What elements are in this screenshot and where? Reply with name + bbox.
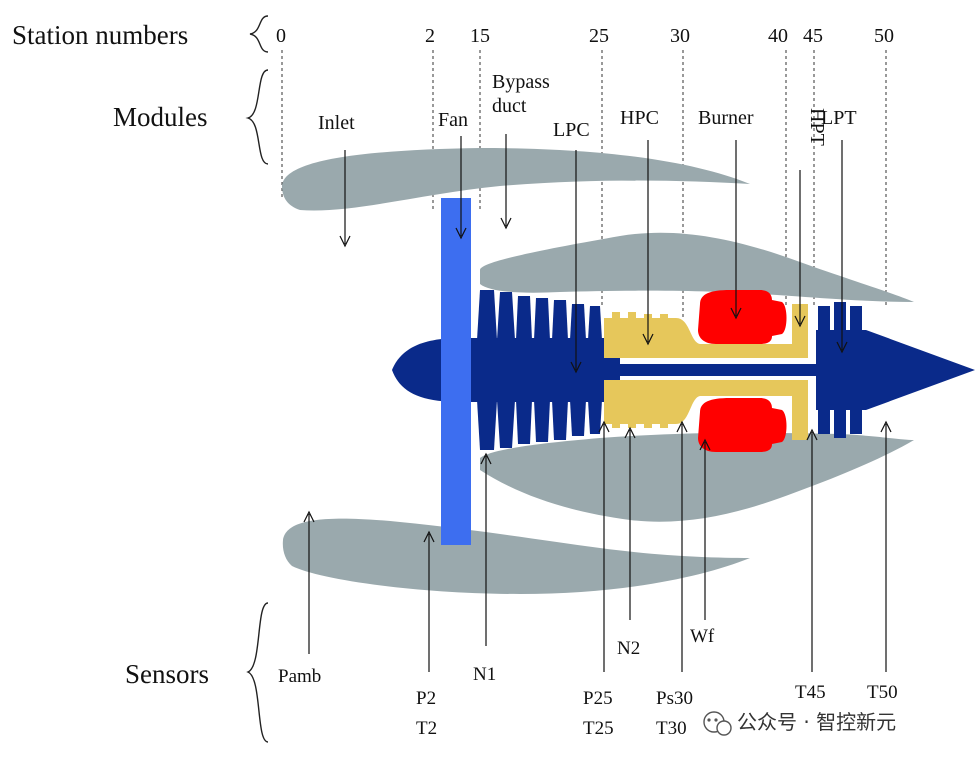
module-duct-label: duct <box>492 95 527 117</box>
sensor-t2-label: T2 <box>416 718 437 739</box>
fan-blade <box>441 198 471 545</box>
station-30: 30 <box>670 25 690 47</box>
hp-core-upper <box>604 304 808 358</box>
module-inlet-label: Inlet <box>318 112 355 134</box>
lpt-blades <box>818 302 862 438</box>
shaft <box>600 364 820 376</box>
sensor-arrows <box>303 420 892 672</box>
sensor-t50-label: T50 <box>867 682 898 703</box>
sensor-p2-label: P2 <box>416 688 436 709</box>
module-lpt-label: LPT <box>821 107 857 129</box>
sensor-n2-label: N2 <box>617 638 640 659</box>
burner-upper <box>698 290 787 344</box>
sensor-t25-label: T25 <box>583 718 614 739</box>
station-brace <box>249 15 269 53</box>
station-0: 0 <box>276 25 286 47</box>
sensor-pamb-label: Pamb <box>278 666 321 687</box>
station-2: 2 <box>425 25 435 47</box>
station-45: 45 <box>803 25 823 47</box>
sensor-n1-label: N1 <box>473 664 496 685</box>
module-hpc-label: HPC <box>620 107 659 129</box>
module-lpc-label: LPC <box>553 119 590 141</box>
modules-brace <box>245 69 269 165</box>
sensors-brace <box>246 602 269 743</box>
module-burner-label: Burner <box>698 107 754 129</box>
sensor-ps30-label: Ps30 <box>656 688 693 709</box>
sensor-wf-label: Wf <box>690 626 715 647</box>
module-fan-label: Fan <box>438 109 468 131</box>
upper-nacelle <box>282 148 750 211</box>
lpc-blades <box>477 290 602 450</box>
station-40: 40 <box>768 25 788 47</box>
upper-core-casing <box>480 232 914 302</box>
station-25: 25 <box>589 25 609 47</box>
sensor-t45-label: T45 <box>795 682 826 703</box>
module-bypass-label: Bypass <box>492 71 550 93</box>
station-numbers-title: Station numbers <box>12 20 188 50</box>
lower-nacelle <box>282 518 750 594</box>
sensors-title: Sensors <box>125 659 209 689</box>
lower-core-casing <box>480 432 914 522</box>
sensor-p25-label: P25 <box>583 688 613 709</box>
exhaust-nozzle <box>816 330 975 410</box>
burner-lower <box>698 398 787 452</box>
wechat-icon <box>703 711 732 736</box>
hp-core-lower <box>604 380 808 440</box>
sensor-t30-label: T30 <box>656 718 687 739</box>
modules-title: Modules <box>113 102 208 132</box>
station-50: 50 <box>874 25 894 47</box>
watermark-text: 公众号 · 智控新元 <box>737 710 896 734</box>
station-15: 15 <box>470 25 490 47</box>
module-hpt-label: HPT <box>806 108 828 146</box>
spinner-spool <box>392 338 620 402</box>
module-arrows <box>339 134 848 374</box>
